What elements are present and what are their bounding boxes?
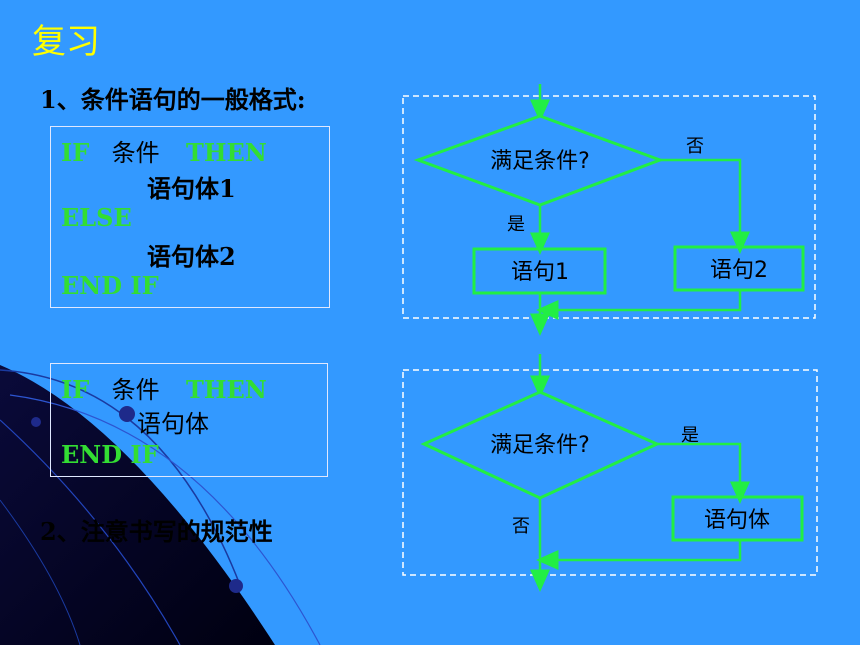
code-line-body: 语句体 — [137, 410, 209, 438]
decision-label: 满足条件? — [490, 149, 590, 174]
yes-label: 是 — [681, 425, 699, 446]
no-branch-line — [660, 158, 750, 254]
code-line-if: IF 条件 THEN — [61, 370, 267, 405]
flowchart-if-else: 满足条件? 否 是 语句1 语句2 — [402, 84, 816, 336]
code-line-body1: 语句体1 — [147, 174, 236, 203]
flowchart-if: 满足条件? 是 语句体 否 — [402, 354, 818, 592]
code-line-body2: 语句体2 — [147, 242, 236, 271]
keyword-endif: END IF — [61, 271, 159, 300]
merge-line — [536, 290, 742, 320]
section1-heading: 1、条件语句的一般格式: — [40, 85, 306, 114]
keyword-then: THEN — [185, 375, 267, 404]
decor-dot — [119, 406, 135, 422]
section2-heading: 2、注意书写的规范性 — [40, 517, 273, 546]
keyword-else: ELSE — [61, 203, 132, 232]
statement1-label: 语句1 — [511, 260, 569, 285]
merge-line — [536, 540, 742, 570]
code-block-if: IF 条件 THEN 语句体 END IF — [50, 363, 328, 477]
keyword-endif: END IF — [61, 440, 159, 469]
dashed-frame — [402, 369, 818, 576]
slide-title: 复习 — [32, 22, 100, 62]
code-block-if-else: IF 条件 THEN 语句体1 ELSE 语句体2 END IF — [50, 126, 330, 308]
condition-text: 条件 — [111, 376, 160, 404]
no-label: 否 — [686, 136, 704, 157]
keyword-if: IF — [61, 375, 90, 404]
condition-text: 条件 — [111, 139, 160, 167]
code-line-if: IF 条件 THEN — [61, 133, 267, 168]
dashed-frame — [402, 95, 816, 319]
statement-box — [671, 495, 804, 542]
no-label: 否 — [512, 516, 530, 537]
statement2-label: 语句2 — [710, 258, 768, 283]
yes-branch-line — [657, 442, 750, 504]
decision-label: 满足条件? — [490, 433, 590, 458]
keyword-then: THEN — [185, 138, 267, 167]
yes-label: 是 — [507, 214, 525, 235]
keyword-if: IF — [61, 138, 90, 167]
statement-label: 语句体 — [704, 508, 770, 533]
